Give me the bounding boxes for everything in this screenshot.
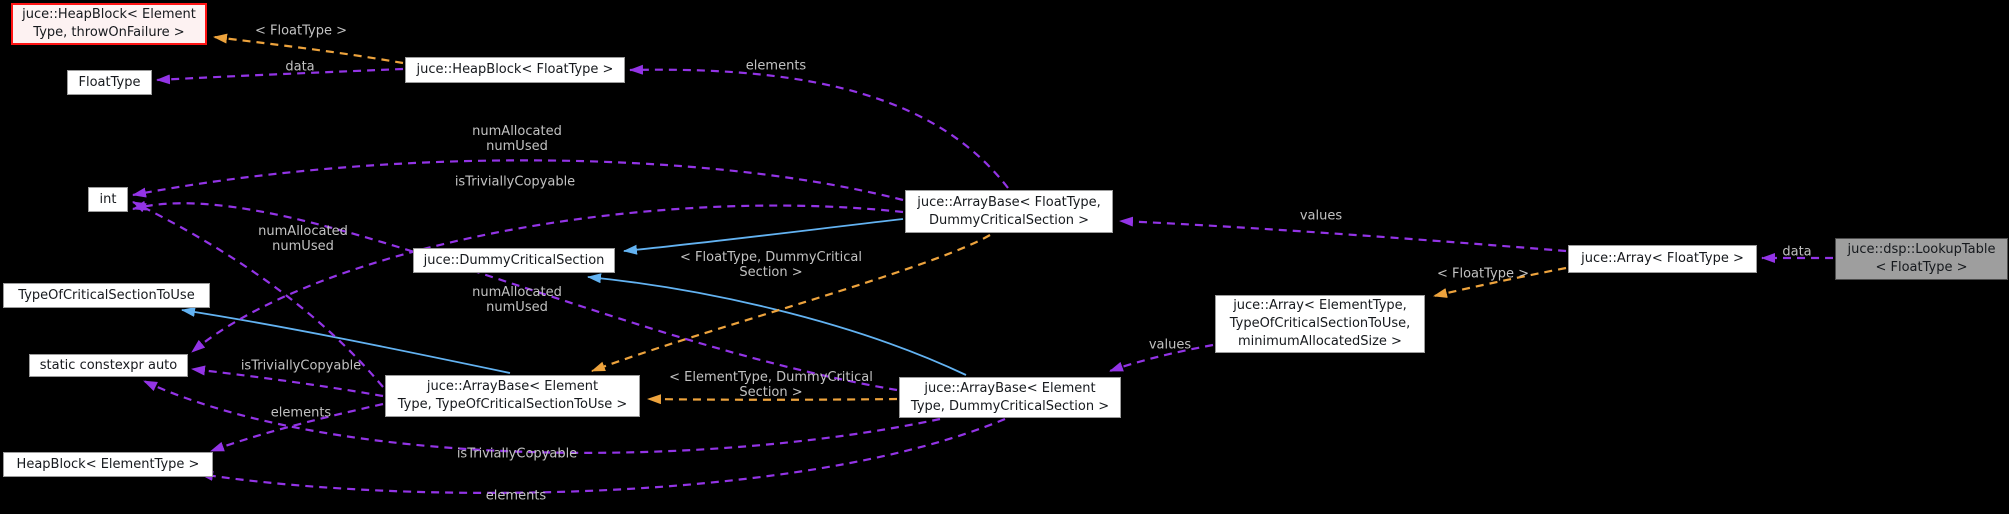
edge-label-elements-top: elements bbox=[745, 58, 807, 74]
node-lookuptable[interactable]: juce::dsp::LookupTable< FloatType > bbox=[1835, 238, 2008, 280]
edge-label-istriviallycopyable-bottom: isTriviallyCopyable bbox=[456, 446, 578, 462]
node-floattype[interactable]: FloatType bbox=[67, 70, 152, 95]
edge-label-values-mid: values bbox=[1148, 337, 1192, 353]
node-label: TypeOfCriticalSectionToUse bbox=[18, 287, 195, 303]
node-label: juce::Array< FloatType > bbox=[1581, 251, 1744, 266]
edge-label-tpl-floattype-right: < FloatType > bbox=[1436, 266, 1530, 282]
edge-label-istriviallycopyable-top: isTriviallyCopyable bbox=[454, 174, 576, 190]
edge-num-arraybaseelemtoc-int bbox=[132, 201, 384, 388]
node-label: FloatType bbox=[78, 74, 141, 90]
edge-elements-arraybaseelemdcs-heapblockelem bbox=[199, 417, 1006, 494]
node-array-floattype[interactable]: juce::Array< FloatType > bbox=[1568, 245, 1757, 273]
edge-template-arraybaseelemdcs-arraybaseelemtoc bbox=[647, 394, 898, 405]
edge-template-arraybasefloat-arraybaseelemtoc bbox=[591, 234, 991, 373]
edge-inherit-arraybasefloat-dummycritical bbox=[623, 218, 904, 255]
node-label: juce::ArrayBase< FloatType,DummyCritical… bbox=[917, 194, 1101, 228]
node-heapblock-floattype[interactable]: juce::HeapBlock< FloatType > bbox=[405, 57, 625, 83]
node-label: juce::HeapBlock< FloatType > bbox=[416, 62, 614, 77]
edge-label-tpl-floattype-top: < FloatType > bbox=[254, 23, 348, 39]
edge-elements-arraybasefloat-heapblockfloat bbox=[629, 64, 1009, 189]
edge-num-arraybasefloat-int bbox=[132, 159, 904, 202]
edge-label-data-right: data bbox=[1782, 244, 1812, 260]
node-dummy-critical-section[interactable]: juce::DummyCriticalSection bbox=[413, 248, 615, 273]
edge-copyable-arraybaseelemdcs-static bbox=[143, 380, 941, 454]
edge-label-elements-bottom: elements bbox=[485, 488, 547, 504]
edge-values-arrayfloat-arraybasefloat bbox=[1119, 216, 1567, 253]
edge-template-heapblockfloat-heapblockgeneric bbox=[213, 33, 404, 65]
node-int[interactable]: int bbox=[88, 187, 128, 212]
edge-template-arrayfloat-arrayelem bbox=[1433, 266, 1567, 298]
node-static-constexpr-auto[interactable]: static constexpr auto bbox=[29, 354, 188, 377]
edge-copyable-arraybaseelemtoc-static bbox=[191, 365, 384, 398]
edge-label-elements-left: elements bbox=[270, 405, 332, 421]
edge-label-data-top: data bbox=[285, 59, 315, 75]
edge-elements-arraybaseelemtoc-heapblockelem bbox=[210, 402, 384, 453]
edge-label-values-right: values bbox=[1299, 208, 1343, 224]
node-label: juce::Array< ElementType,TypeOfCriticalS… bbox=[1229, 298, 1411, 349]
node-label: juce::dsp::LookupTable< FloatType > bbox=[1847, 242, 1996, 275]
node-label: HeapBlock< ElementType > bbox=[16, 456, 200, 472]
node-heapblock-elementtype[interactable]: HeapBlock< ElementType > bbox=[3, 452, 213, 477]
edge-inherit-arraybaseelemtoc-typeofcritical bbox=[181, 307, 511, 374]
edge-values-arrayelem-arraybaseelemdcs bbox=[1109, 343, 1214, 373]
node-typeofcriticalsectiontouse[interactable]: TypeOfCriticalSectionToUse bbox=[3, 283, 210, 308]
edge-copyable-arraybasefloat-static bbox=[191, 204, 904, 353]
edge-inherit-arraybaseelemdcs-dummycritical bbox=[587, 273, 967, 376]
node-label: int bbox=[99, 191, 117, 207]
node-array-elementtype[interactable]: juce::Array< ElementType,TypeOfCriticalS… bbox=[1215, 295, 1425, 353]
node-label: juce::DummyCriticalSection bbox=[423, 252, 605, 268]
node-arraybase-floattype[interactable]: juce::ArrayBase< FloatType,DummyCritical… bbox=[905, 190, 1113, 233]
edge-data-heapblockfloat-floattype bbox=[156, 67, 404, 85]
node-label: static constexpr auto bbox=[39, 357, 178, 373]
edge-label-istriviallycopyable-left: isTriviallyCopyable bbox=[240, 358, 362, 374]
